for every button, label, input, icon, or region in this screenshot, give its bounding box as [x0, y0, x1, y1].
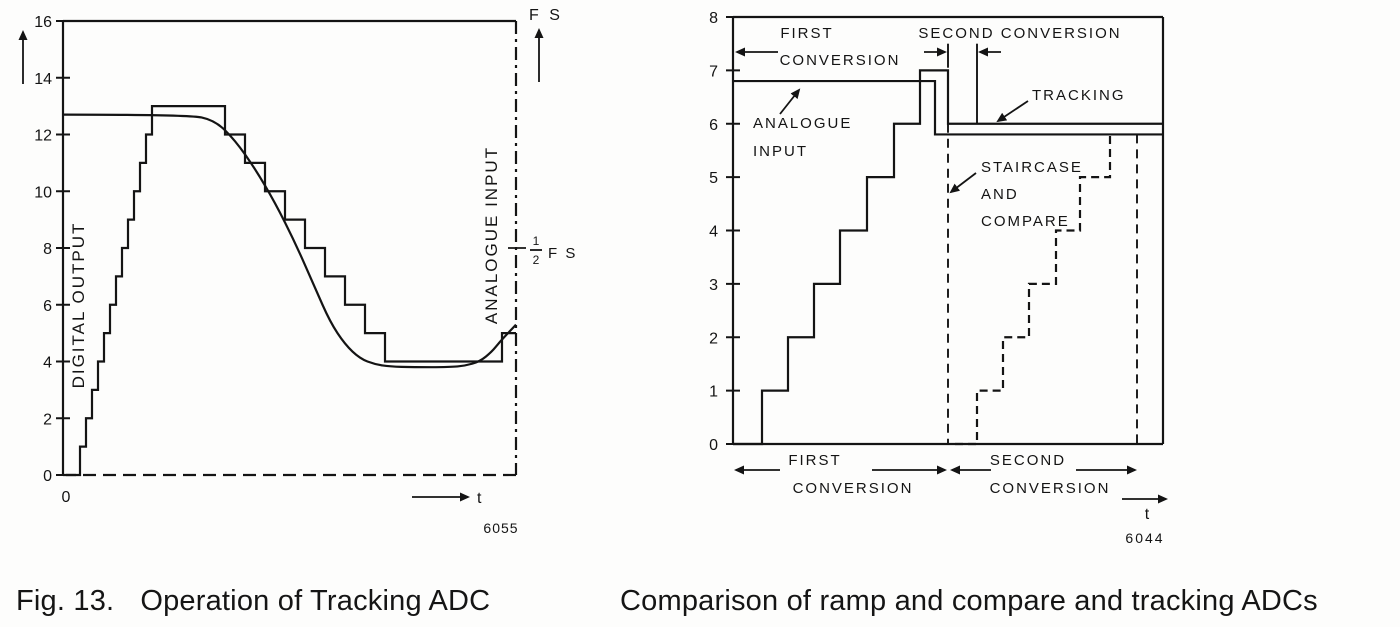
second-conversion-bottom-line2: CONVERSION: [990, 480, 1111, 497]
series-analogue-input: [733, 79, 1163, 136]
first-conversion-top-line2: CONVERSION: [780, 52, 901, 69]
y-tick-label: 6: [709, 117, 718, 134]
figure-captions: Fig. 13. Operation of Tracking ADC Compar…: [0, 585, 1400, 627]
y-tick-label: 0: [709, 437, 718, 454]
y-tick-label: 10: [34, 184, 52, 201]
y-tick-label: 3: [709, 277, 718, 294]
y-tick-label: 1: [709, 384, 718, 401]
y-axis-title: DIGITAL OUTPUT: [69, 222, 88, 389]
staircase-label-line3: COMPARE: [981, 213, 1070, 230]
half-scale-label: F S: [548, 245, 577, 262]
time-axis-label: t: [477, 490, 482, 507]
series-analogue-input: [62, 113, 517, 369]
y-tick-label: 14: [34, 71, 52, 88]
right-caption-text: Comparison of ramp and compare and track…: [620, 585, 1318, 617]
y-tick-label: 2: [43, 411, 52, 428]
analogue-input-pointer: [779, 88, 801, 115]
right-axis-title: ANALOGUE INPUT: [482, 146, 501, 324]
y-tick-label: 16: [34, 14, 52, 31]
series-tracking-output: [733, 69, 1163, 446]
right-caption: Comparison of ramp and compare and track…: [620, 585, 1318, 618]
full-scale-label: F S: [529, 7, 563, 24]
series-digital-output: [66, 105, 516, 477]
staircase-pointer: [949, 172, 977, 194]
first-conversion-top-line1: FIRST: [780, 25, 833, 42]
second-conversion-top: SECOND CONVERSION: [918, 25, 1121, 42]
first-conversion-bottom-line1: FIRST: [788, 452, 841, 469]
y-tick-label: 8: [43, 241, 52, 258]
analogue-input-label-line1: ANALOGUE: [753, 115, 852, 132]
left-caption: Fig. 13. Operation of Tracking ADC: [16, 585, 490, 618]
y-tick-label: 2: [709, 330, 718, 347]
y-tick-label: 4: [709, 224, 718, 241]
half-scale-numerator: 1: [533, 234, 540, 248]
x-origin-label: 0: [62, 489, 71, 506]
first-conversion-bottom-line2: CONVERSION: [793, 480, 914, 497]
half-scale-denominator: 2: [533, 253, 540, 267]
staircase-label-line2: AND: [981, 186, 1019, 203]
staircase-label-line1: STAIRCASE: [981, 159, 1083, 176]
series-staircase-and-compare: [955, 134, 1112, 446]
y-tick-label: 0: [43, 468, 52, 485]
analogue-input-label-line2: INPUT: [753, 143, 808, 160]
second-conversion-bottom-line1: SECOND: [990, 452, 1066, 469]
drawing-number: 6044: [1125, 530, 1164, 546]
time-axis-label: t: [1145, 506, 1150, 523]
left-caption-text: Operation of Tracking ADC: [140, 585, 491, 617]
tracking-label: TRACKING: [1032, 87, 1126, 104]
y-tick-label: 12: [34, 128, 52, 145]
y-tick-label: 8: [709, 10, 718, 27]
y-tick-label: 6: [43, 298, 52, 315]
tracking-pointer: [996, 100, 1029, 123]
y-tick-label: 5: [709, 170, 718, 187]
figure-number-label: Fig. 13.: [16, 585, 115, 617]
y-tick-label: 7: [709, 63, 718, 80]
y-tick-label: 4: [43, 355, 52, 372]
drawing-number: 6055: [483, 520, 518, 536]
